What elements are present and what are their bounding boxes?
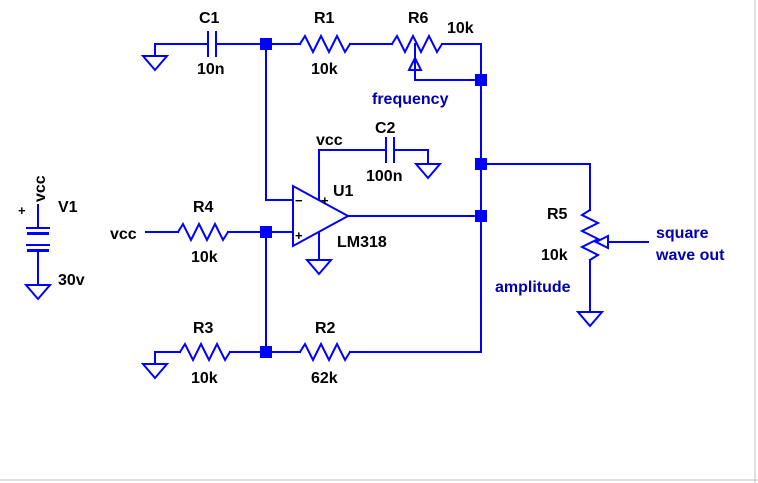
r2-value-label: 62k <box>311 370 338 387</box>
output-label-line1: square <box>656 225 709 242</box>
ground-symbol-c1 <box>140 43 170 72</box>
ground-symbol-c2 <box>413 149 443 180</box>
vcc-supply-label: vcc <box>32 175 49 202</box>
opamp-minus-pin: − <box>295 193 303 208</box>
r3-value-label: 10k <box>191 370 218 387</box>
output-label-line2: wave out <box>655 247 725 264</box>
resistor-r1 <box>298 33 352 55</box>
r6-value-label: 10k <box>447 20 474 37</box>
c1-value-label: 10n <box>197 61 225 78</box>
c2-value-label: 100n <box>366 168 402 185</box>
vcc-input-label: vcc <box>110 226 137 243</box>
r1-ref-label: R1 <box>314 10 335 27</box>
resistor-r6 <box>390 33 444 55</box>
ground-symbol-r5 <box>575 259 605 328</box>
v1-value-label: 30v <box>58 272 85 289</box>
r2-ref-label: R2 <box>315 320 336 337</box>
r4-value-label: 10k <box>191 249 218 266</box>
wire-feedback-inverting <box>265 43 294 201</box>
resistor-r4 <box>176 221 230 243</box>
junction-top <box>260 38 272 50</box>
junction-bottom <box>260 346 272 358</box>
wire-right-rail <box>441 43 482 353</box>
wiper-arrow-r5 <box>593 234 649 250</box>
r6-ref-label: R6 <box>408 10 429 27</box>
battery-v1 <box>26 204 50 281</box>
u1-value-label: LM318 <box>337 234 387 251</box>
amplitude-annotation: amplitude <box>495 279 571 296</box>
battery-plus-pin: + <box>18 203 26 218</box>
wire-rail-r5 <box>480 163 591 211</box>
c2-ref-label: C2 <box>375 120 396 137</box>
resistor-r3 <box>178 341 232 363</box>
r1-value-label: 10k <box>311 61 338 78</box>
opamp-plus-pin: + <box>295 228 303 243</box>
capacitor-c1 <box>207 31 217 57</box>
junction-r6-wiper <box>475 74 487 86</box>
resistor-r5 <box>579 208 601 262</box>
r5-value-label: 10k <box>541 247 568 264</box>
r5-ref-label: R5 <box>547 206 568 223</box>
ground-symbol-opamp <box>304 231 334 276</box>
r4-ref-label: R4 <box>193 199 214 216</box>
junction-opamp-output <box>475 210 487 222</box>
ground-symbol-v1 <box>23 279 53 301</box>
opamp-u1 <box>292 184 351 248</box>
r3-ref-label: R3 <box>193 320 214 337</box>
wiper-arrow-r6 <box>407 43 482 81</box>
opamp-supply-plus-pin: + <box>321 193 329 208</box>
capacitor-c2 <box>385 137 395 163</box>
u1-ref-label: U1 <box>333 183 354 200</box>
frequency-annotation: frequency <box>372 91 449 108</box>
resistor-r2 <box>298 341 352 363</box>
ground-symbol-r3 <box>140 351 170 380</box>
c1-ref-label: C1 <box>199 10 220 27</box>
vcc-opamp-label: vcc <box>316 132 343 149</box>
v1-ref-label: V1 <box>58 199 78 216</box>
junction-noninverting <box>260 226 272 238</box>
junction-output-tap <box>475 158 487 170</box>
